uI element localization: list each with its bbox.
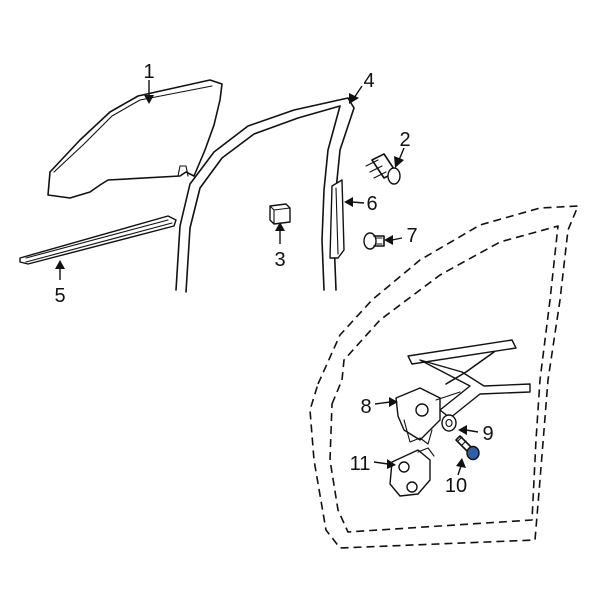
door-glass-part xyxy=(47,79,223,199)
callout-number-10: 10 xyxy=(445,475,467,497)
callout-number-1: 1 xyxy=(143,61,154,83)
door-frame-run-part xyxy=(175,97,355,293)
clip-block-part xyxy=(269,203,291,225)
bolt-part xyxy=(363,232,385,250)
callout-number-11: 11 xyxy=(350,453,371,475)
callout-number-6: 6 xyxy=(366,193,377,215)
callout-number-4: 4 xyxy=(363,70,374,92)
callout-number-3: 3 xyxy=(274,249,285,271)
door-shell-outline xyxy=(309,205,579,549)
callout-number-2: 2 xyxy=(399,129,410,151)
division-bar-part xyxy=(329,179,345,259)
window-regulator-part xyxy=(395,339,531,445)
callout-number-5: 5 xyxy=(54,285,65,307)
callout-number-9: 9 xyxy=(482,423,493,445)
highlighted-bolt-part xyxy=(455,435,480,461)
belt-moulding-part xyxy=(19,215,177,265)
callout-number-8: 8 xyxy=(360,396,371,418)
callout-number-7: 7 xyxy=(406,225,417,247)
nut-washer-part xyxy=(441,414,457,432)
regulator-motor-part xyxy=(389,447,435,497)
callout-leaders xyxy=(55,80,479,476)
pin-stud-part xyxy=(365,153,401,185)
